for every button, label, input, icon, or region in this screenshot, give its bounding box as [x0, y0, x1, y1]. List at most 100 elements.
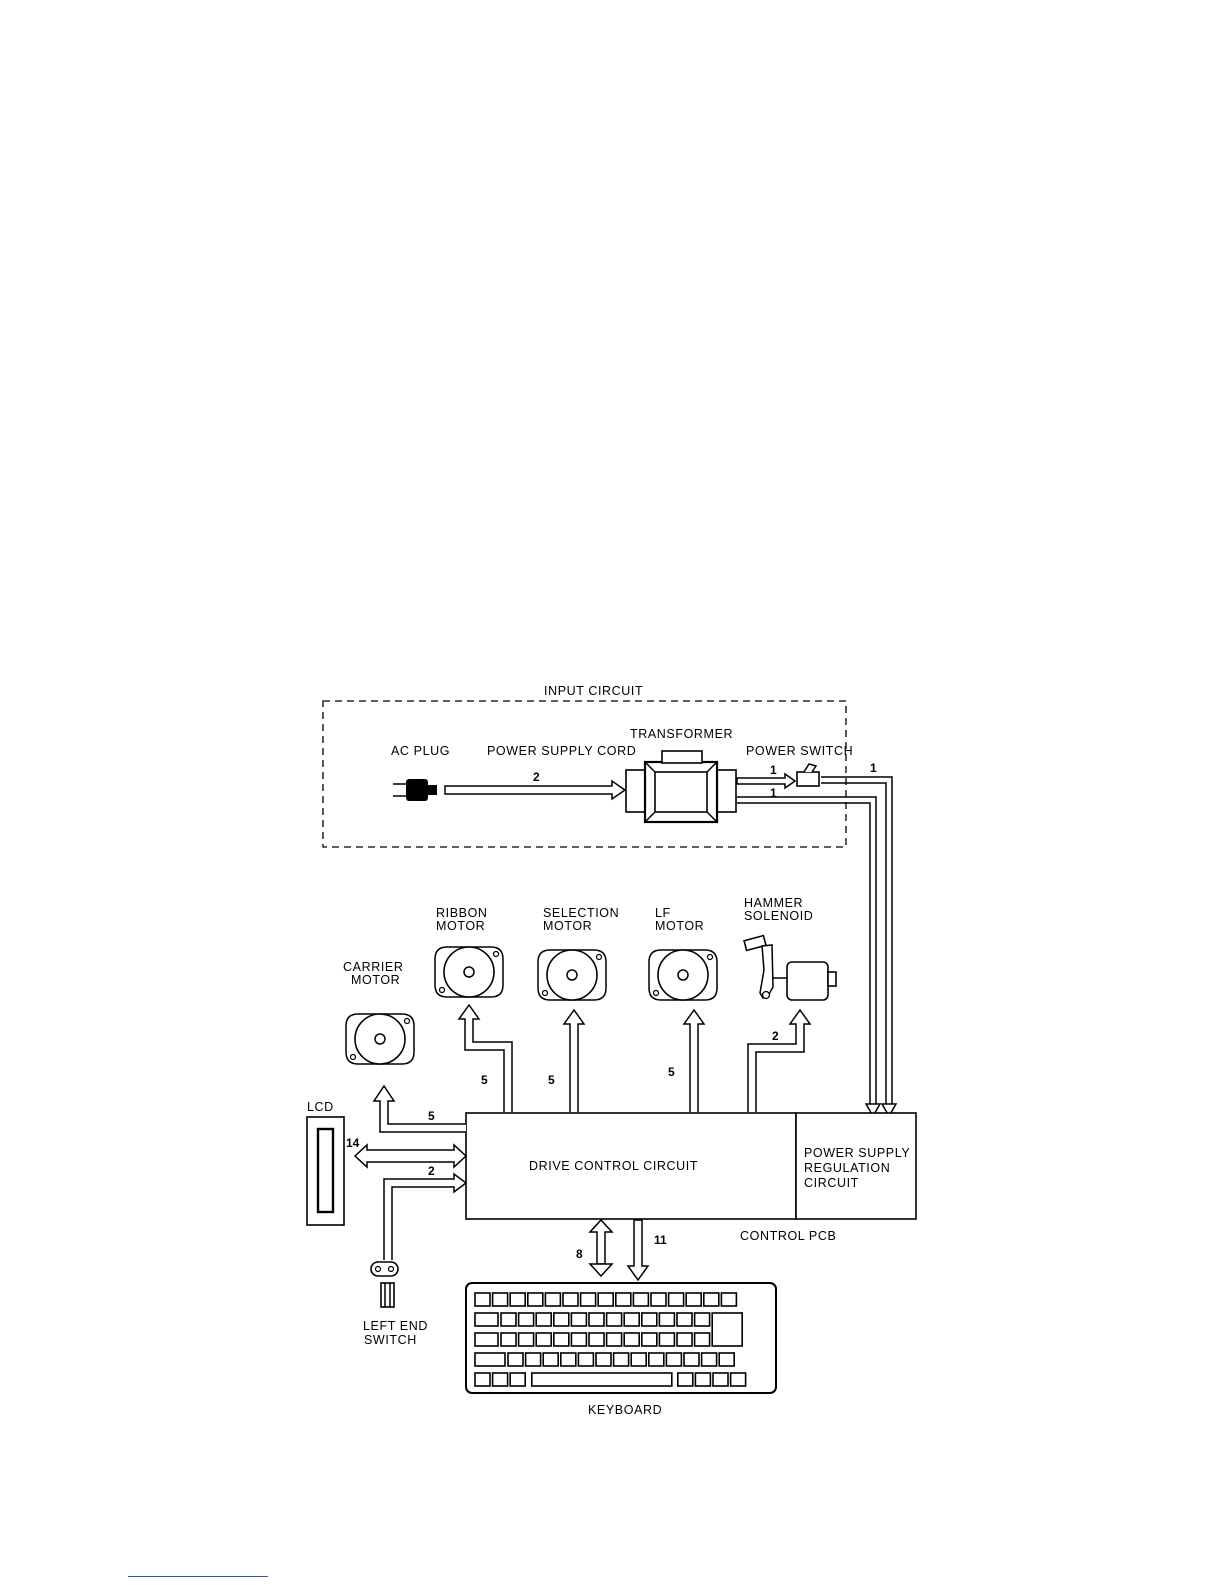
hammer-solenoid-label-2: SOLENOID [744, 909, 813, 923]
keyboard-key [677, 1333, 692, 1346]
transformer-to-switch-count: 1 [770, 763, 777, 777]
keyboard-key [598, 1293, 613, 1306]
keyboard-key [686, 1293, 701, 1306]
lf-motor-label-1: LF [655, 906, 671, 920]
keyboard-key [493, 1293, 508, 1306]
selection-motor-label-2: MOTOR [543, 919, 592, 933]
power-switch-label: POWER SWITCH [746, 744, 853, 758]
keyboard-key [508, 1353, 523, 1366]
control-pcb-label: CONTROL PCB [740, 1229, 836, 1243]
keyboard-key [536, 1333, 551, 1346]
keyboard-key [475, 1353, 505, 1366]
power-supply-regulation-label-1: POWER SUPPLY [804, 1146, 910, 1160]
keyboard-key [607, 1333, 622, 1346]
keyboard-key [526, 1353, 541, 1366]
keyboard-key [631, 1353, 646, 1366]
power-supply-regulation-label-3: CIRCUIT [804, 1176, 859, 1190]
transformer-icon [626, 751, 736, 822]
transformer-label: TRANSFORMER [630, 727, 733, 741]
carrier-motor-label-2: MOTOR [351, 973, 400, 987]
transformer-to-regulation-line [737, 797, 876, 1104]
power-supply-regulation-label-2: REGULATION [804, 1161, 890, 1175]
keyboard-key [554, 1333, 569, 1346]
keyboard-key [642, 1313, 657, 1326]
keyboard-key [702, 1353, 717, 1366]
selection-motor-label-1: SELECTION [543, 906, 619, 920]
keyboard-enter-key [712, 1313, 742, 1346]
lcd-arrow [355, 1145, 466, 1167]
transformer-to-switch-line [737, 774, 795, 788]
keyboard-key [501, 1333, 516, 1346]
left-end-switch-icon [371, 1262, 398, 1307]
left-end-switch-label-1: LEFT END [363, 1319, 428, 1333]
keyboard-key [493, 1373, 508, 1386]
keyboard-key [666, 1353, 681, 1366]
ac-plug-icon [393, 779, 437, 801]
keyboard-key [561, 1353, 576, 1366]
keyboard-spacebar [532, 1373, 672, 1386]
keyboard-key [528, 1293, 543, 1306]
keyboard-key [649, 1353, 664, 1366]
transformer-to-regulation-count: 1 [770, 786, 777, 800]
lf-motor-icon [649, 950, 717, 1000]
keyboard-key [721, 1293, 736, 1306]
keyboard-key [616, 1293, 631, 1306]
keyboard-key [536, 1313, 551, 1326]
carrier-wire-count: 5 [428, 1109, 435, 1123]
keyboard-label: KEYBOARD [588, 1403, 662, 1417]
keyboard-key [704, 1293, 719, 1306]
lf-motor-label-2: MOTOR [655, 919, 704, 933]
cord-wire-count: 2 [533, 770, 540, 784]
left-end-switch-arrow [384, 1174, 466, 1260]
keyboard-key [719, 1353, 734, 1366]
keyboard-key [475, 1293, 490, 1306]
keyboard-key [475, 1373, 490, 1386]
keyboard-key [624, 1333, 639, 1346]
footer-rule [128, 1576, 268, 1577]
keyboard-key [695, 1333, 710, 1346]
power-switch-icon [797, 764, 819, 786]
switch-to-regulation-count: 1 [870, 761, 877, 775]
keyboard-key [554, 1313, 569, 1326]
lcd-icon [307, 1117, 344, 1225]
hammer-arrow [748, 1010, 810, 1112]
keyboard-key [510, 1373, 525, 1386]
keyboard-key [578, 1353, 593, 1366]
keyboard-key [684, 1353, 699, 1366]
lcd-wire-count: 14 [346, 1136, 360, 1150]
keyboard-key [543, 1353, 558, 1366]
keyboard-key [589, 1333, 604, 1346]
left-end-switch-label-2: SWITCH [364, 1333, 417, 1347]
keyboard-key [545, 1293, 560, 1306]
ac-plug-label: AC PLUG [391, 744, 450, 758]
keyboard-key [695, 1313, 710, 1326]
keyboard-key [589, 1313, 604, 1326]
ribbon-arrow [459, 1005, 512, 1112]
selection-arrow [564, 1010, 584, 1112]
keyboard-in-arrow [590, 1220, 612, 1276]
hammer-wire-count: 2 [772, 1029, 779, 1043]
carrier-motor-icon [346, 1014, 414, 1064]
ribbon-motor-icon [435, 947, 503, 997]
keyboard-key [519, 1313, 534, 1326]
ribbon-motor-label-1: RIBBON [436, 906, 488, 920]
keyboard-key [475, 1313, 498, 1326]
lf-wire-count: 5 [668, 1065, 675, 1079]
keyboard-key [677, 1313, 692, 1326]
keyboard-out-arrow [628, 1220, 648, 1280]
ribbon-wire-count: 5 [481, 1073, 488, 1087]
carrier-arrow [374, 1086, 466, 1132]
keyboard-key [614, 1353, 629, 1366]
lcd-label: LCD [307, 1100, 334, 1114]
keyboard-key [563, 1293, 578, 1306]
keyboard-key [501, 1313, 516, 1326]
keyboard-key [510, 1293, 525, 1306]
input-circuit-label: INPUT CIRCUIT [544, 684, 643, 698]
hammer-solenoid-label-1: HAMMER [744, 896, 803, 910]
lf-arrow [684, 1010, 704, 1112]
drive-control-circuit-label: DRIVE CONTROL CIRCUIT [529, 1159, 698, 1173]
keyboard-key [633, 1293, 648, 1306]
input-circuit-boundary [323, 701, 846, 847]
keyboard-key [659, 1313, 674, 1326]
